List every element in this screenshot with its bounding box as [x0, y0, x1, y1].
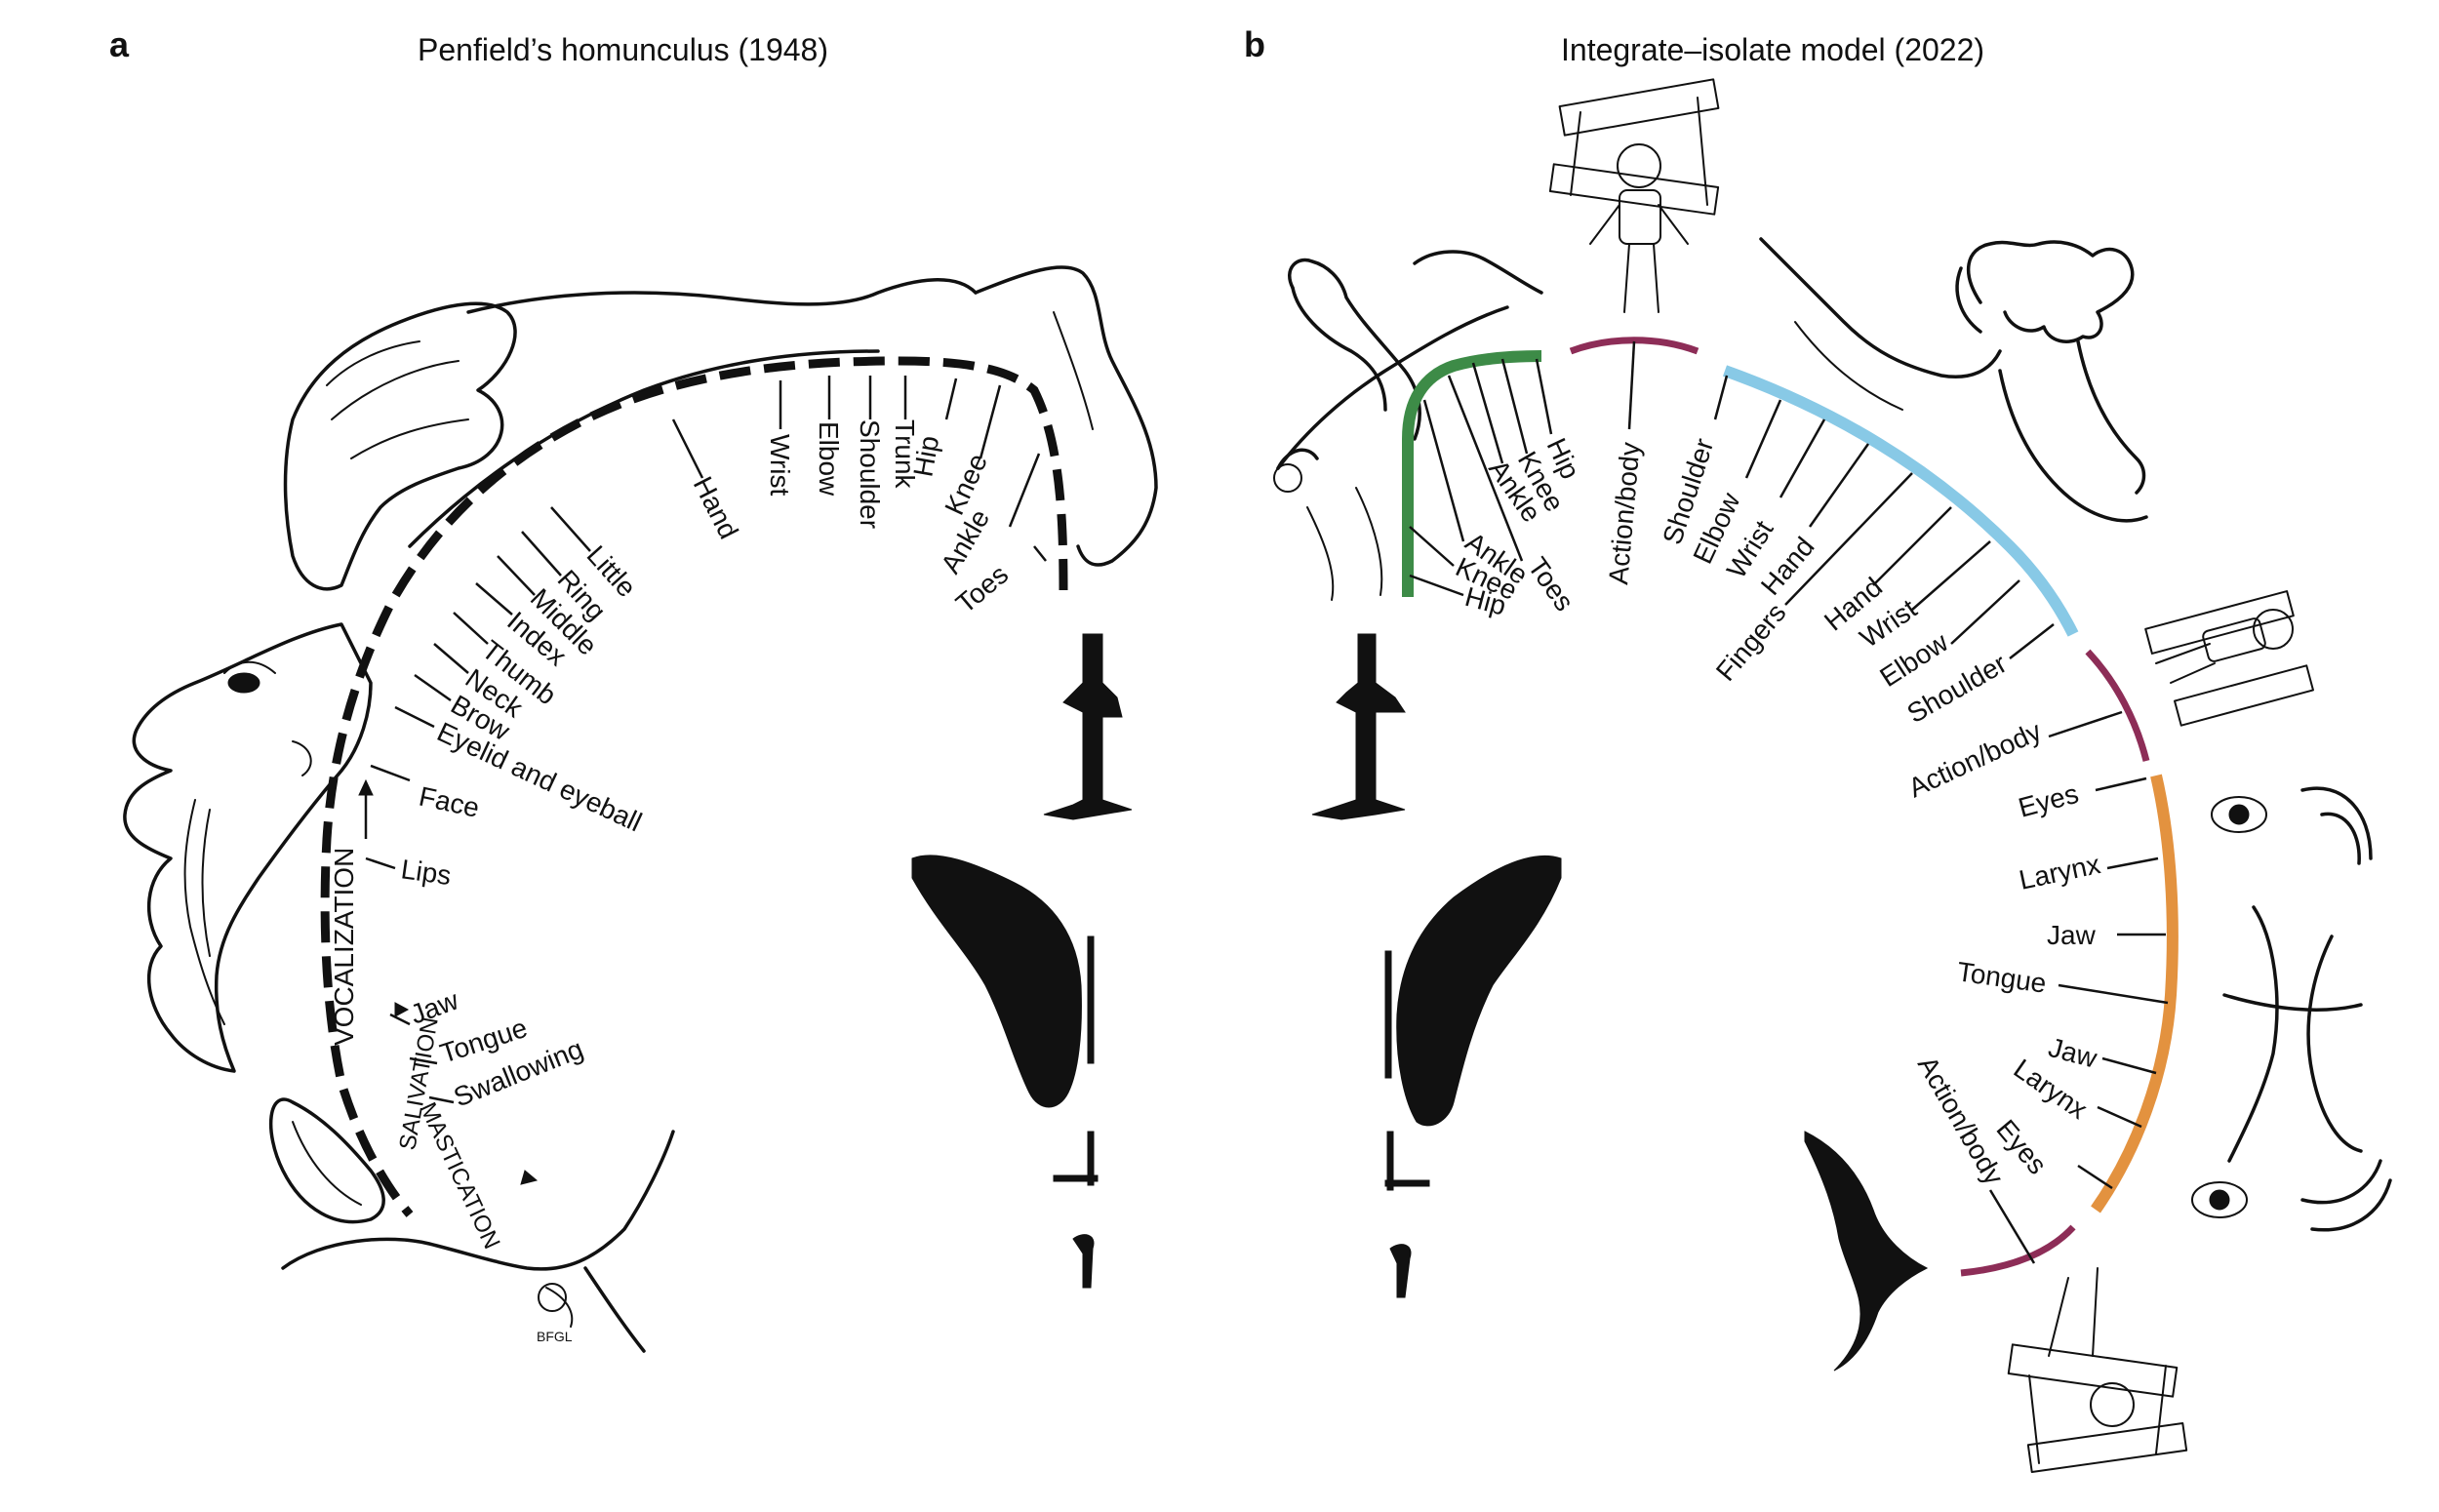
label-hip: Hip	[907, 433, 944, 479]
panel-b-foot-labels: Hip Knee Ankle Toes Ankle Knee Hip	[1409, 358, 1585, 621]
label-lips: Lips	[399, 854, 453, 891]
label-jaw: Jaw	[2047, 920, 2097, 950]
panel-a-letter: a	[109, 24, 130, 64]
label-shoulder: Shoulder	[855, 419, 885, 529]
cortex-dashed-arc	[320, 356, 1068, 1217]
label-tongue: Tongue	[1955, 956, 2048, 998]
hand-arc	[1722, 365, 2079, 637]
label-fingers: Fingers	[1710, 597, 1792, 686]
panel-a-labels: Toes Ankle Knee Hip Trunk Shoulder Elbow…	[329, 376, 1047, 1253]
eye-icon	[227, 672, 260, 694]
mouth-arc	[2091, 774, 2179, 1214]
label-vocalization: VOCALIZATION	[329, 848, 359, 1046]
label-larynx: Larynx	[2017, 849, 2103, 895]
foot-arc	[1402, 350, 1542, 597]
brain-section-icon	[1311, 633, 1929, 1372]
tick-action-bottom	[1988, 1189, 2036, 1264]
panel-b: b Integrate–isolate model (2022)	[1244, 24, 2392, 1473]
face-drawing-icon	[2191, 786, 2392, 1232]
action-arc-bottom	[1960, 1224, 2076, 1277]
label-hand: Hand	[688, 472, 744, 544]
label-toes: Toes	[1522, 552, 1579, 617]
arrowhead-icon	[520, 1170, 539, 1185]
tick-action-top	[1627, 340, 1636, 430]
label-action-top: Action/body	[1603, 441, 1646, 585]
tick-action-mid	[2048, 710, 2123, 738]
label-elbow: Elbow	[814, 421, 844, 497]
panel-b-title: Integrate–isolate model (2022)	[1561, 32, 1984, 67]
hand-drawing-icon	[1759, 237, 2148, 523]
brain-section-icon	[911, 633, 1133, 1289]
label-eyes: Eyes	[2016, 778, 2082, 823]
label-jaw-2: Jaw	[2045, 1032, 2100, 1074]
marionette-icon	[2144, 590, 2314, 727]
panel-b-letter: b	[1244, 24, 1265, 64]
arrowhead-icon	[394, 1002, 410, 1017]
panel-a: a Penfield’s homunculus (1948)	[109, 24, 1158, 1353]
action-arc-top	[1569, 337, 1699, 355]
label-trunk: Trunk	[890, 419, 920, 490]
marionette-icon	[2007, 1267, 2188, 1473]
label-mastication: MASTICATION	[415, 1098, 505, 1253]
homunculus-drawing-icon: BFGL	[123, 265, 1158, 1353]
label-action-mid: Action/body	[1903, 716, 2046, 804]
arrowhead-icon	[358, 778, 374, 796]
label-wrist: Wrist	[765, 434, 795, 496]
action-arc-mid	[2085, 649, 2150, 762]
label-action-bottom: Action/body	[1912, 1052, 2010, 1190]
panel-a-title: Penfield’s homunculus (1948)	[418, 32, 828, 67]
label-face: Face	[417, 781, 482, 823]
marionette-icon	[1548, 78, 1720, 313]
label-knee: Knee	[939, 449, 993, 519]
artist-mark: BFGL	[537, 1329, 573, 1344]
